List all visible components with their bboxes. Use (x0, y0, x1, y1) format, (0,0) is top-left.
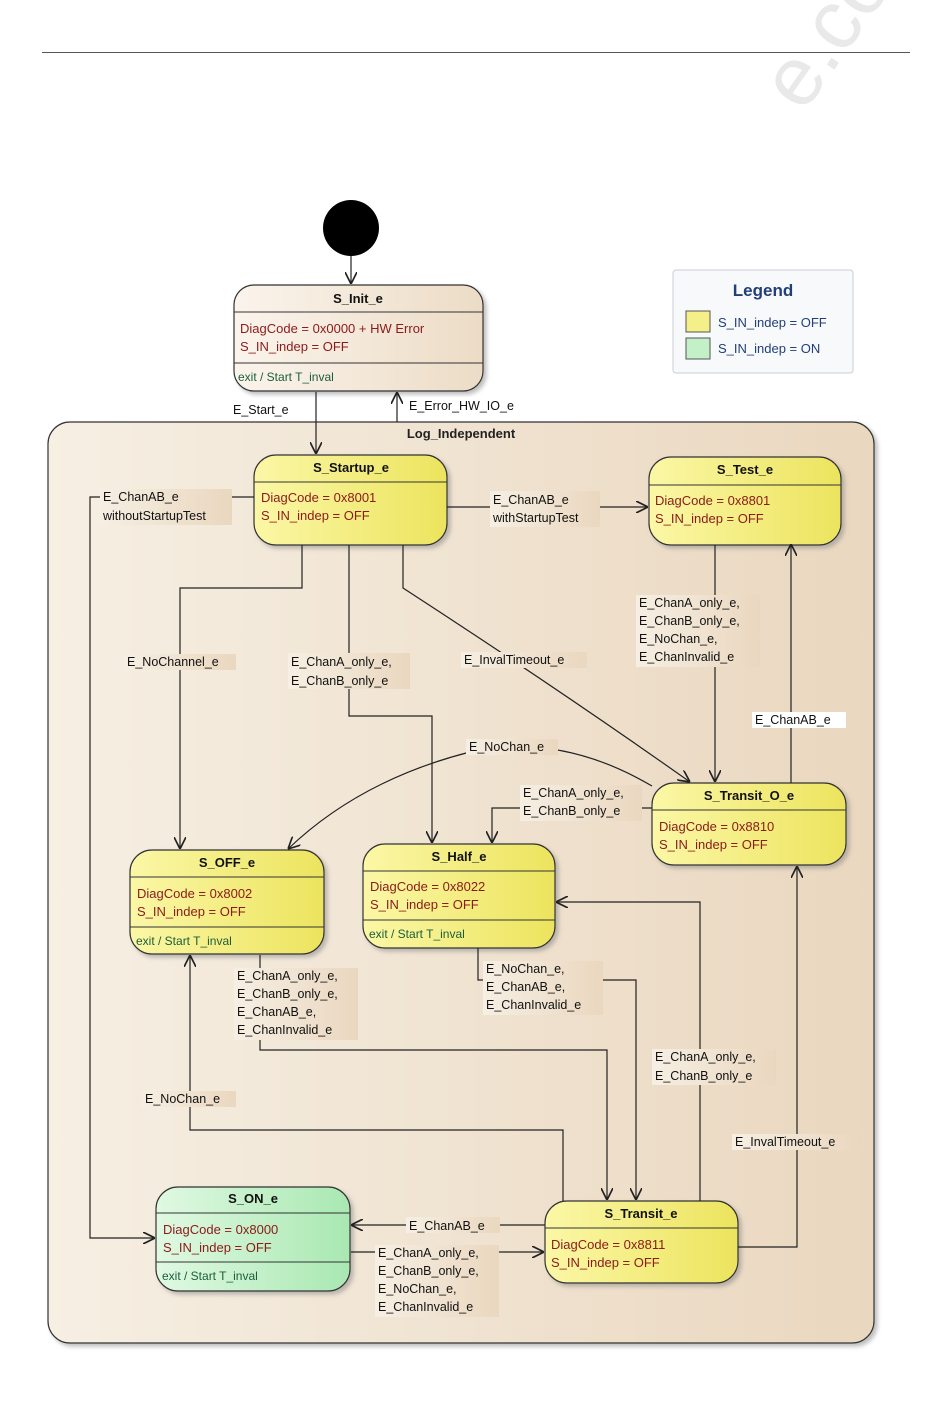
label-chanab-without-2: withoutStartupTest (102, 509, 206, 523)
state-transit-o-name: S_Transit_O_e (704, 788, 794, 803)
state-transit: S_Transit_e DiagCode = 0x8811 S_IN_indep… (544, 1200, 739, 1284)
state-transit-line-2: S_IN_indep = OFF (551, 1255, 660, 1270)
label-half-transit-3: E_ChanInvalid_e (486, 998, 581, 1012)
legend: Legend S_IN_indep = OFF S_IN_indep = ON (672, 269, 854, 374)
state-startup-line-1: DiagCode = 0x8001 (261, 490, 376, 505)
label-off-transit-4: E_ChanInvalid_e (237, 1023, 332, 1037)
state-half-name: S_Half_e (432, 849, 487, 864)
state-startup-name: S_Startup_e (313, 460, 389, 475)
label-chanab-with-2: withStartupTest (492, 511, 579, 525)
label-transit-on: E_ChanAB_e (409, 1219, 485, 1233)
state-test: S_Test_e DiagCode = 0x8801 S_IN_indep = … (648, 456, 842, 546)
label-chanab-without-1: E_ChanAB_e (103, 490, 179, 504)
label-transit-o-test: E_ChanAB_e (755, 713, 831, 727)
legend-box (672, 269, 854, 374)
state-test-line-1: DiagCode = 0x8801 (655, 493, 770, 508)
initial-node (323, 200, 379, 256)
legend-label-on: S_IN_indep = ON (718, 341, 820, 356)
label-invaltimeout-2: E_InvalTimeout_e (735, 1135, 835, 1149)
edge-transit-off (190, 955, 564, 1201)
label-on-transit-4: E_ChanInvalid_e (378, 1300, 473, 1314)
state-off: S_OFF_e DiagCode = 0x8002 S_IN_indep = O… (129, 849, 325, 955)
state-startup-line-2: S_IN_indep = OFF (261, 508, 370, 523)
state-transit-name: S_Transit_e (605, 1206, 678, 1221)
top-rule (42, 52, 910, 53)
state-init-action: exit / Start T_inval (238, 370, 334, 384)
state-off-action: exit / Start T_inval (136, 934, 232, 948)
label-transit-half-1: E_ChanA_only_e, (655, 1050, 756, 1064)
label-off-transit-2: E_ChanB_only_e, (237, 987, 338, 1001)
label-on-transit-3: E_NoChan_e, (378, 1282, 457, 1296)
state-half-action: exit / Start T_inval (369, 927, 465, 941)
legend-title: Legend (733, 281, 793, 300)
label-off-transit-3: E_ChanAB_e, (237, 1005, 316, 1019)
composite-title: Log_Independent (407, 426, 516, 441)
state-transit-o-line-1: DiagCode = 0x8810 (659, 819, 774, 834)
state-on: S_ON_e DiagCode = 0x8000 S_IN_indep = OF… (155, 1186, 351, 1292)
label-test-transit-o-4: E_ChanInvalid_e (639, 650, 734, 664)
label-half-transit-1: E_NoChan_e, (486, 962, 565, 976)
state-transit-o-line-2: S_IN_indep = OFF (659, 837, 768, 852)
label-startup-half-1: E_ChanA_only_e, (291, 655, 392, 669)
legend-swatch-on (685, 337, 711, 360)
state-on-action: exit / Start T_inval (162, 1269, 258, 1283)
label-error-hw: E_Error_HW_IO_e (409, 399, 514, 413)
transition-labels: E_Start_e E_Error_HW_IO_e E_ChanAB_e wit… (100, 397, 860, 1317)
label-on-transit-1: E_ChanA_only_e, (378, 1246, 479, 1260)
label-test-transit-o-3: E_NoChan_e, (639, 632, 718, 646)
label-transit-o-half-2: E_ChanB_only_e (523, 804, 620, 818)
state-on-line-1: DiagCode = 0x8000 (163, 1222, 278, 1237)
state-init-line-1: DiagCode = 0x0000 + HW Error (240, 321, 425, 336)
state-transit-line-1: DiagCode = 0x8811 (551, 1237, 665, 1252)
state-transit-o: S_Transit_O_e DiagCode = 0x8810 S_IN_ind… (651, 782, 847, 866)
label-off-transit-1: E_ChanA_only_e, (237, 969, 338, 983)
state-init: S_Init_e DiagCode = 0x0000 + HW Error S_… (233, 284, 484, 392)
label-nochannel: E_NoChannel_e (127, 655, 219, 669)
state-test-line-2: S_IN_indep = OFF (655, 511, 764, 526)
label-transit-off: E_NoChan_e (145, 1092, 220, 1106)
edge-startup-half (348, 545, 432, 843)
legend-swatch-off (685, 310, 711, 333)
label-test-transit-o-1: E_ChanA_only_e, (639, 596, 740, 610)
label-startup-half-2: E_ChanB_only_e (291, 674, 388, 688)
edge-nochannel (180, 545, 303, 849)
edge-invaltimeout-startup (402, 545, 690, 782)
label-transit-half-2: E_ChanB_only_e (655, 1069, 752, 1083)
label-half-transit-2: E_ChanAB_e, (486, 980, 565, 994)
state-off-name: S_OFF_e (199, 855, 255, 870)
label-chanab-with-1: E_ChanAB_e (493, 493, 569, 507)
state-on-name: S_ON_e (228, 1191, 278, 1206)
state-on-line-2: S_IN_indep = OFF (163, 1240, 272, 1255)
label-invaltimeout-1: E_InvalTimeout_e (464, 653, 564, 667)
state-startup: S_Startup_e DiagCode = 0x8001 S_IN_indep… (253, 454, 448, 546)
state-off-line-1: DiagCode = 0x8002 (137, 886, 252, 901)
label-transit-o-off: E_NoChan_e (469, 740, 544, 754)
state-init-name: S_Init_e (333, 291, 383, 306)
edge-invaltimeout-transit (738, 866, 797, 1248)
label-transit-o-half-1: E_ChanA_only_e, (523, 786, 624, 800)
state-test-name: S_Test_e (717, 462, 773, 477)
state-half-line-2: S_IN_indep = OFF (370, 897, 479, 912)
state-half-line-1: DiagCode = 0x8022 (370, 879, 485, 894)
edge-transit-half (556, 902, 701, 1201)
label-on-transit-2: E_ChanB_only_e, (378, 1264, 479, 1278)
label-test-transit-o-2: E_ChanB_only_e, (639, 614, 740, 628)
state-init-line-2: S_IN_indep = OFF (240, 339, 349, 354)
state-off-line-2: S_IN_indep = OFF (137, 904, 246, 919)
state-half: S_Half_e DiagCode = 0x8022 S_IN_indep = … (362, 843, 556, 949)
label-start: E_Start_e (233, 403, 289, 417)
legend-label-off: S_IN_indep = OFF (718, 315, 827, 330)
